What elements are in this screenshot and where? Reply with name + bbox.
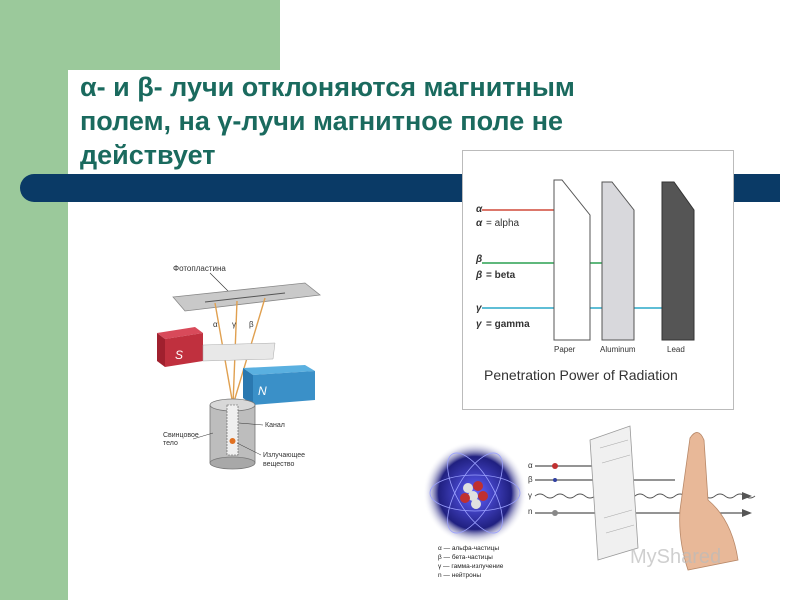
atom-nucleus xyxy=(460,481,488,509)
alpha-legend-label: = alpha xyxy=(486,218,520,229)
hand xyxy=(679,432,739,571)
magnet-deflection-diagram: Фотопластина α γ β S N Свинцовое тело Ка… xyxy=(157,264,321,470)
legend-alpha: α — альфа-частицы xyxy=(438,545,499,552)
gamma-legend-label: = gamma xyxy=(486,319,530,330)
magnet-s-side xyxy=(165,333,203,367)
lead-label: Lead xyxy=(667,345,685,354)
alpha-symbol: α xyxy=(476,204,483,215)
top-green-block xyxy=(0,0,280,70)
atom-alpha-symbol: α xyxy=(528,461,533,470)
lead-body-label-2: тело xyxy=(163,440,178,447)
magnet-n-front xyxy=(243,368,253,405)
paper-label: Paper xyxy=(554,345,576,354)
magnet-s-top xyxy=(157,327,203,339)
legend-beta: β — бета-частицы xyxy=(438,553,493,561)
legend-neutron: n — нейтроны xyxy=(438,571,481,579)
penetration-title: Penetration Power of Radiation xyxy=(484,367,678,383)
title-line-2: полем, на γ-лучи магнитное поле не xyxy=(80,106,564,136)
title-line-1: α- и β- лучи отклоняются магнитным xyxy=(80,72,575,102)
magnet-n-top xyxy=(243,365,315,375)
slide-title: α- и β- лучи отклоняются магнитным полем… xyxy=(80,70,680,172)
substance-label-1: Излучающее xyxy=(263,452,305,459)
magnet-s-letter: S xyxy=(175,348,183,362)
penetration-power-diagram: α α = alpha β β = beta γ γ = gamma Paper… xyxy=(462,150,734,410)
magnet-n-letter: N xyxy=(258,384,267,398)
gamma-legend-symbol: γ xyxy=(476,319,483,330)
magnet-n-side xyxy=(253,371,315,405)
substance-label-2: вещество xyxy=(263,461,294,468)
magnet-s-front xyxy=(157,333,165,367)
atom-neutron-symbol: n xyxy=(528,507,532,516)
atom-gamma-symbol: γ xyxy=(528,491,532,500)
lead-barrier xyxy=(661,181,695,341)
beta-legend-label: = beta xyxy=(486,270,516,281)
atom-radiation-diagram: α β γ n α — альфа-частицы β — бета-части… xyxy=(423,425,756,579)
ray-alpha-label: α xyxy=(213,320,218,329)
alpha-legend-symbol: α xyxy=(476,218,483,229)
beta-symbol: β xyxy=(475,254,482,265)
photoplate-label: Фотопластина xyxy=(173,264,226,273)
aluminum-label: Aluminum xyxy=(600,345,636,354)
aluminum-barrier xyxy=(601,181,635,341)
ray-gamma-label: γ xyxy=(232,320,236,329)
channel xyxy=(226,404,239,456)
legend-gamma: γ — гамма-излучение xyxy=(438,563,504,570)
ray-beta-label: β xyxy=(249,320,254,329)
sidebar-green-stripe xyxy=(0,0,68,600)
gamma-symbol: γ xyxy=(476,303,483,314)
watermark: MyShared xyxy=(630,546,721,568)
atom-beta-symbol: β xyxy=(528,475,533,484)
beta-legend-symbol: β xyxy=(475,270,482,281)
radioactive-substance xyxy=(229,438,236,444)
lead-body-label-1: Свинцовое xyxy=(163,432,199,439)
paper-barrier xyxy=(553,179,591,341)
paper-sheet xyxy=(589,425,639,561)
title-line-3: действует xyxy=(80,140,216,170)
channel-label: Канал xyxy=(265,422,285,429)
